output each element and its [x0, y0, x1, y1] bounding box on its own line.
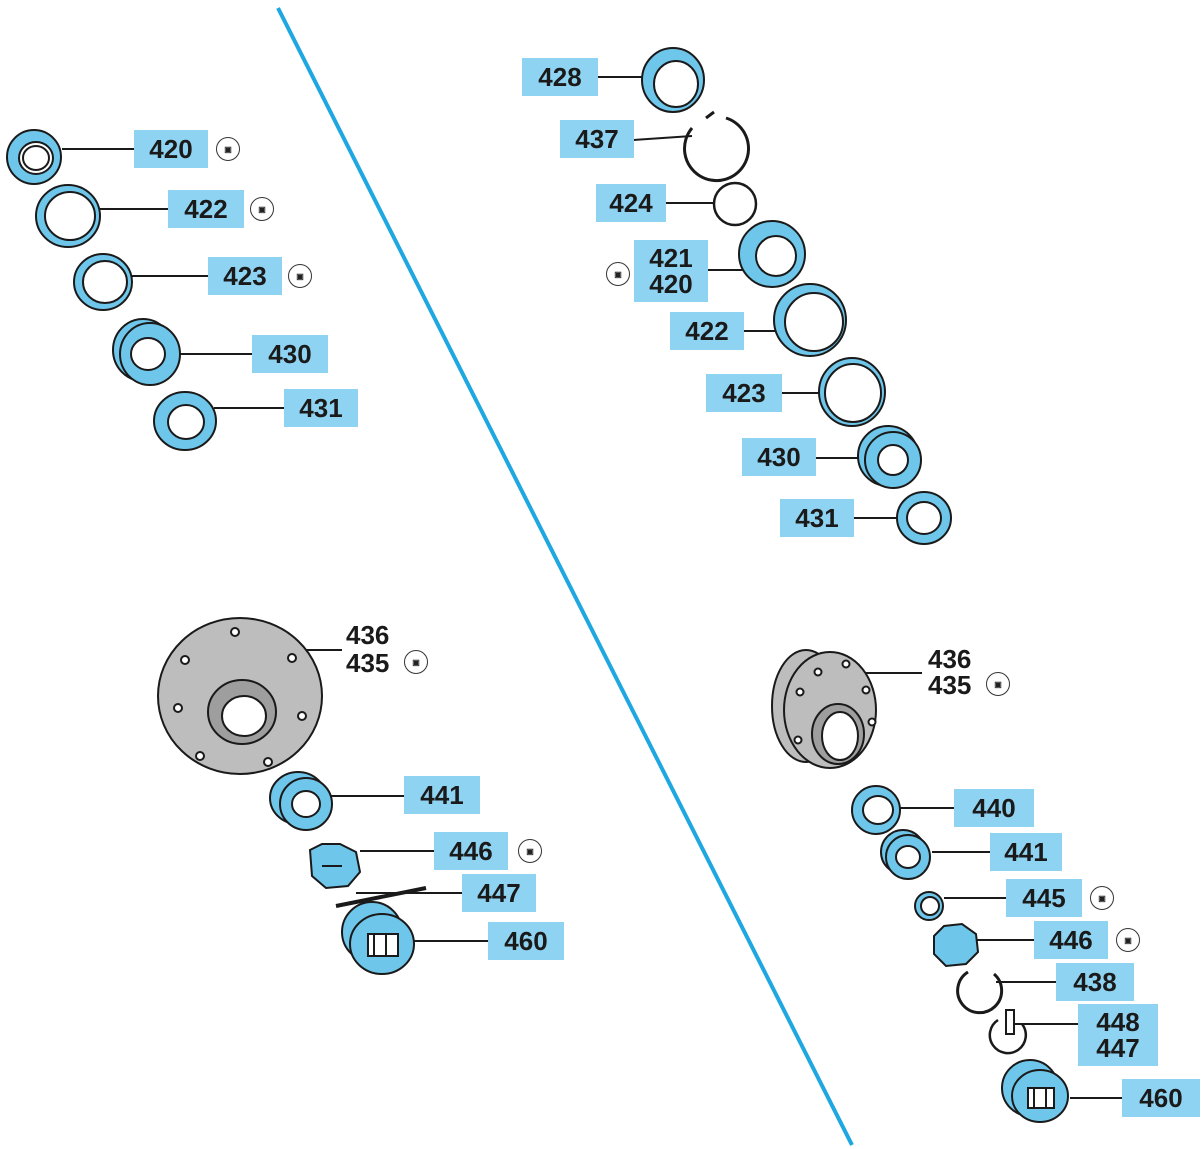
part-421-420-right — [738, 220, 806, 288]
tool-symbol-icon: ▣ — [986, 672, 1010, 696]
label-435-left: 435 — [346, 648, 390, 678]
tool-symbol-icon: ▣ — [518, 839, 542, 863]
part-438 — [956, 970, 1004, 1015]
label-436-right: 436 — [928, 644, 972, 674]
part-431-left — [153, 391, 217, 451]
part-430-left — [112, 318, 181, 386]
callout-423-left: 423 — [208, 257, 282, 295]
callout-423-right: 423 — [706, 374, 782, 412]
tool-symbol-icon: ▣ — [1116, 928, 1140, 952]
callout-440: 440 — [954, 789, 1034, 827]
part-436-435-left — [157, 617, 323, 775]
part-431-right — [896, 491, 952, 545]
part-428 — [641, 47, 705, 113]
callout-420-left: 420 — [134, 130, 208, 168]
callout-460-right: 460 — [1122, 1079, 1200, 1117]
tool-symbol-icon: ▣ — [606, 262, 630, 286]
part-422-right — [773, 283, 847, 357]
callout-437: 437 — [560, 120, 634, 158]
part-460-left — [341, 901, 415, 975]
callout-446-left: 446 — [434, 832, 508, 870]
callout-438: 438 — [1056, 963, 1134, 1001]
callout-422-left: 422 — [168, 190, 244, 228]
label-435-right: 435 — [928, 670, 972, 700]
divider-line — [276, 7, 854, 1146]
callout-447-right: 447 — [1096, 1033, 1140, 1063]
callout-431-left: 431 — [284, 389, 358, 427]
tool-symbol-icon: ▣ — [1090, 886, 1114, 910]
part-447-left — [335, 886, 427, 908]
callout-421: 421 — [649, 243, 693, 273]
part-445 — [914, 891, 944, 921]
part-437-right — [683, 110, 750, 182]
part-446-left — [308, 843, 362, 890]
part-430-right — [857, 425, 922, 489]
callout-431-right: 431 — [780, 499, 854, 537]
callout-441-left: 441 — [404, 776, 480, 814]
part-424 — [712, 181, 758, 227]
callout-420-right: 420 — [649, 269, 693, 299]
callout-430-right: 430 — [742, 438, 816, 476]
callout-441-right: 441 — [990, 833, 1062, 871]
part-460-right — [1001, 1059, 1069, 1123]
tool-symbol-icon: ▣ — [250, 197, 274, 221]
callout-446-right: 446 — [1034, 921, 1108, 959]
tool-symbol-icon: ▣ — [288, 264, 312, 288]
callout-424: 424 — [596, 184, 666, 222]
label-436-left: 436 — [346, 620, 390, 650]
part-448-447 — [988, 1009, 1027, 1055]
part-423-left — [73, 253, 133, 311]
part-423-right — [818, 357, 886, 427]
part-420-left — [6, 129, 62, 185]
tool-symbol-icon: ▣ — [404, 650, 428, 674]
part-446-right — [933, 922, 980, 968]
callout-448-447: 448 447 — [1078, 1004, 1158, 1066]
callout-428: 428 — [522, 58, 598, 96]
callout-422-right: 422 — [670, 312, 744, 350]
tool-symbol-icon: ▣ — [216, 137, 240, 161]
callout-421-420: 421 420 — [634, 240, 708, 302]
part-440 — [851, 785, 901, 835]
part-441-left — [269, 771, 333, 831]
callout-448: 448 — [1096, 1007, 1140, 1037]
part-441-right — [880, 829, 931, 880]
part-422-left — [35, 184, 101, 248]
callout-447-left: 447 — [462, 874, 536, 912]
callout-430-left: 430 — [252, 335, 328, 373]
callout-460-left: 460 — [488, 922, 564, 960]
callout-445: 445 — [1006, 879, 1082, 917]
part-436-435-right — [771, 649, 877, 769]
